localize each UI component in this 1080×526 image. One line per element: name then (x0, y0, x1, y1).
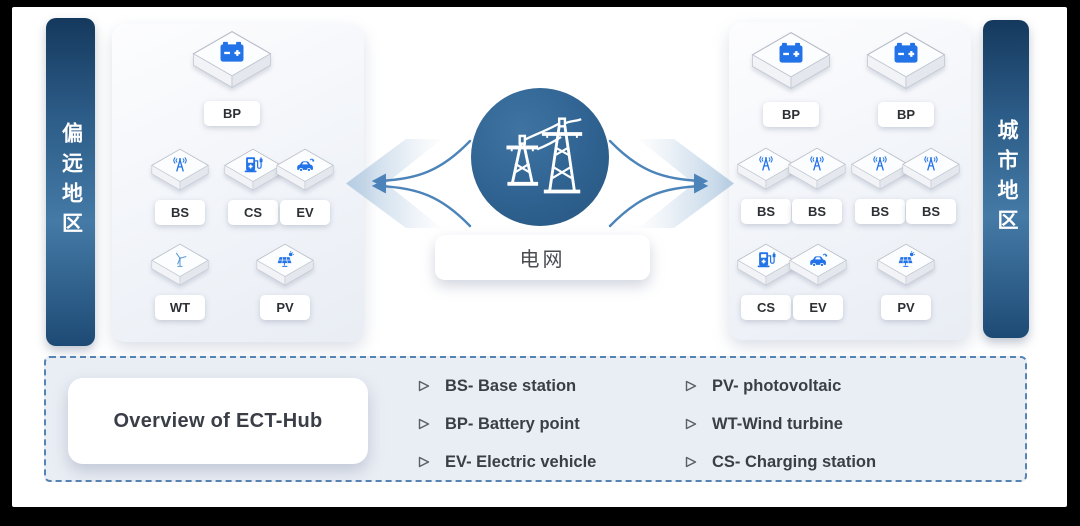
legend-item-label: BS- Base station (445, 376, 577, 395)
arrowhead-bullet-icon (418, 456, 430, 468)
remote-area-label: 偏远地区 (59, 122, 83, 242)
legend-item: PV- photovoltaic (685, 374, 876, 398)
legend-item-label: BP- Battery point (445, 414, 580, 433)
legend-box: Overview of ECT-Hub BS- Base station BP-… (44, 356, 1027, 482)
flow-arrow-left-icon (346, 139, 472, 228)
power-grid-label-text: 电网 (519, 249, 566, 271)
power-grid-label: 电网 (435, 235, 650, 280)
arrowhead-bullet-icon (418, 380, 430, 392)
urban-area-panel (729, 22, 971, 340)
legend-item-label: EV- Electric vehicle (445, 452, 597, 471)
overview-card: Overview of ECT-Hub (68, 378, 368, 464)
transmission-tower-icon (494, 111, 586, 203)
remote-area-bar: 偏远地区 (46, 18, 95, 346)
arrowhead-bullet-icon (685, 380, 697, 392)
flow-arrow-right-icon (608, 139, 734, 228)
remote-area-panel (112, 24, 364, 342)
legend-item: BS- Base station (418, 374, 596, 398)
legend-column-1: BS- Base station BP- Battery point EV- E… (418, 374, 596, 488)
urban-area-label: 城市地区 (995, 119, 1018, 239)
arrowhead-bullet-icon (418, 418, 430, 430)
arrowhead-bullet-icon (685, 456, 697, 468)
legend-item: BP- Battery point (418, 412, 596, 436)
figure-title: Overview of ECT-Hub (113, 409, 323, 432)
legend-item: CS- Charging station (685, 450, 876, 474)
legend-item-label: CS- Charging station (712, 452, 877, 471)
arrowhead-bullet-icon (685, 418, 697, 430)
legend-item: WT-Wind turbine (685, 412, 876, 436)
legend-column-2: PV- photovoltaic WT-Wind turbine CS- Cha… (685, 374, 876, 488)
power-grid-hub (471, 88, 609, 226)
legend-item-label: PV- photovoltaic (712, 376, 842, 395)
urban-area-bar: 城市地区 (983, 20, 1029, 338)
legend-item-label: WT-Wind turbine (712, 414, 843, 433)
legend-item: EV- Electric vehicle (418, 450, 596, 474)
